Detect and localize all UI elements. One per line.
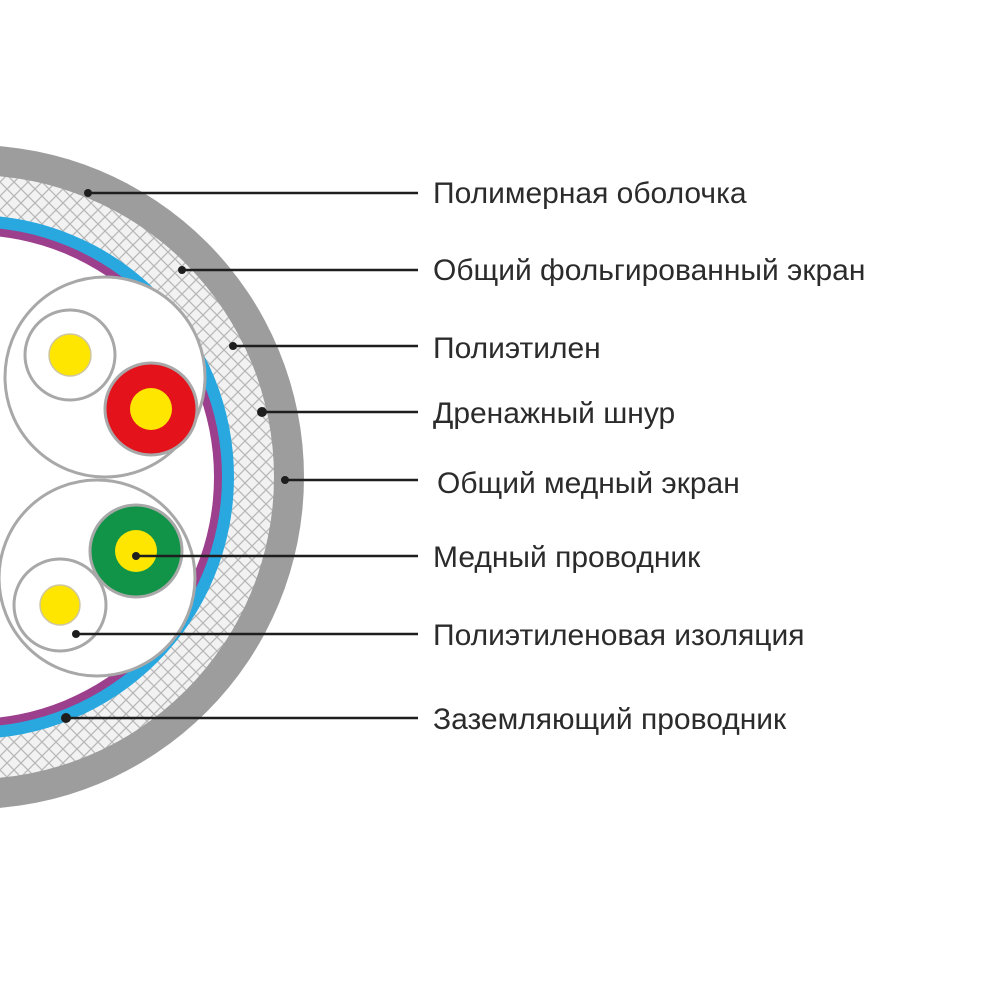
label-copper-conductor: Медный проводник <box>433 541 701 574</box>
copper-conductor-dot <box>39 584 81 626</box>
cable-body <box>0 146 304 808</box>
label-outer-jacket: Полимерная оболочка <box>433 177 747 210</box>
leader-dot <box>72 630 80 638</box>
label-copper-braid: Общий медный экран <box>437 467 740 500</box>
ground-conductor-dot <box>61 713 71 723</box>
drain-wire-dot <box>257 407 267 417</box>
copper-conductor-dot <box>115 530 157 572</box>
labels: Полимерная оболочка Общий фольгированный… <box>433 177 865 736</box>
label-drain-wire: Дренажный шнур <box>433 397 675 430</box>
copper-conductor-dot <box>130 388 172 430</box>
leader-dot <box>229 342 237 350</box>
copper-conductor-dot <box>48 333 92 377</box>
label-foil-screen: Общий фольгированный экран <box>433 254 865 287</box>
leader-dot <box>132 552 140 560</box>
leader-dot <box>281 476 289 484</box>
leader-lines <box>61 189 418 723</box>
leader-dot <box>84 189 92 197</box>
label-ground-conductor: Заземляющий проводник <box>433 703 787 736</box>
label-polyethylene: Полиэтилен <box>433 332 601 365</box>
leader-dot <box>178 266 186 274</box>
label-pe-insulation: Полиэтиленовая изоляция <box>433 619 804 652</box>
